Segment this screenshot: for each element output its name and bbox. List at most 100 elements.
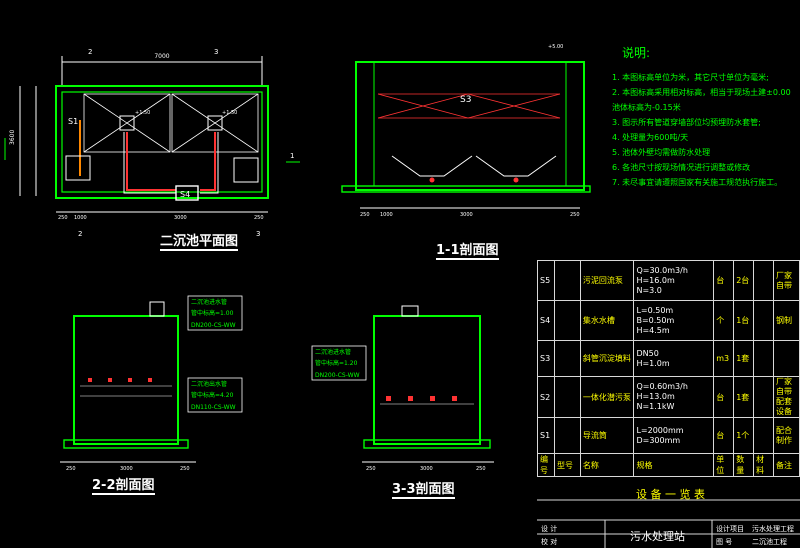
plan-view: 7000 2 3 3600 +1.50 +1.50 S1 S4 2 <box>4 48 300 238</box>
header-cell: 名称 <box>579 453 635 477</box>
header-cell: 型号 <box>553 453 581 477</box>
equip-qty: 2台 <box>733 260 755 301</box>
equip-name: 一体化潜污泵 <box>579 376 635 418</box>
equip-unit: m3 <box>713 340 735 377</box>
table-row: S4 集水水槽 L=0.50m B=0.50m H=4.5m 个 1台 钢制 <box>537 300 800 341</box>
table-row: S2 一体化潜污泵 Q=0.60m3/h H=13.0m N=1.1kW 台 1… <box>537 376 800 418</box>
equip-id: S1 <box>537 417 555 454</box>
level-label: +1.50 <box>135 110 150 116</box>
dim-label: 1000 <box>74 215 87 221</box>
equip-id: S4 <box>537 300 555 341</box>
dim-label: 250 <box>180 466 190 472</box>
header-cell: 单位 <box>713 453 735 477</box>
section3-tag-inlet: 二沉池进水管 管中标高=1.20 DN200-CS-WW <box>311 345 367 381</box>
equip-spec: L=2000mm D=300mm <box>633 417 715 454</box>
equip-id: S5 <box>537 260 555 301</box>
section-1-view: +5.00 S3 250 1000 3000 250 <box>341 44 591 218</box>
dim-label: 250 <box>366 466 376 472</box>
tb-right-value: 污水处理工程 <box>752 525 794 533</box>
note-item: 5. 池体外壁均需做防水处理 <box>612 148 711 157</box>
svg-text:二沉池进水管: 二沉池进水管 <box>315 348 351 356</box>
header-cell: 备注 <box>773 453 800 477</box>
section-mark: 1 <box>290 152 294 160</box>
header-cell: 材料 <box>753 453 775 477</box>
level-label: +5.00 <box>548 44 563 50</box>
section2-tag-inlet: 二沉池进水管 管中标高=1.00 DN200-CS-WW <box>187 295 243 331</box>
dim-label: 250 <box>66 466 76 472</box>
note-item: 7. 未尽事宜请遵照国家有关施工规范执行施工。 <box>612 178 783 187</box>
note-item: 6. 各池尺寸按现场情况进行调整或修改 <box>612 163 751 172</box>
title-block-frame <box>537 499 800 548</box>
header-cell: 数量 <box>733 453 755 477</box>
svg-text:DN200-CS-WW: DN200-CS-WW <box>315 372 360 379</box>
equip-spec: Q=0.60m3/h H=13.0m N=1.1kW <box>633 376 715 418</box>
dim-label: 250 <box>58 215 68 221</box>
equip-qty: 1套 <box>733 340 755 377</box>
section-2-view: 250 3000 250 <box>60 301 196 472</box>
note-item: 1. 本图标高单位为米，其它尺寸单位为毫米; <box>612 73 769 82</box>
plan-title: 二沉池平面图 <box>160 234 239 251</box>
dim-label: 250 <box>360 212 370 218</box>
section-mark: 3 <box>214 48 218 56</box>
section-3-view: 250 3000 250 <box>362 305 494 472</box>
table-row: S5 污泥回流泵 Q=30.0m3/h H=16.0m N=3.0 台 2台 厂… <box>537 260 800 301</box>
dim-label: 3000 <box>174 215 187 221</box>
equip-unit: 台 <box>713 260 735 301</box>
dim-label: 250 <box>476 466 486 472</box>
plan-overall-width: 7000 <box>154 53 169 60</box>
equip-note: 钢制 <box>773 300 800 341</box>
equip-note: 配合制作 <box>773 417 800 454</box>
notes-title: 说明: <box>622 46 651 60</box>
table-header: 编号 型号 名称 规格 单位 数量 材料 备注 <box>537 453 800 477</box>
equip-name: 导流筒 <box>579 417 635 454</box>
equip-note: 厂家自带 配套设备 <box>773 376 800 418</box>
table-row: S1 导流筒 L=2000mm D=300mm 台 1个 配合制作 <box>537 417 800 454</box>
equip-unit: 台 <box>713 417 735 454</box>
section3-title: 3-3剖面图 <box>392 482 455 499</box>
tb-right-row: 图 号 <box>716 538 733 546</box>
svg-text:管中标高=1.20: 管中标高=1.20 <box>315 359 358 367</box>
dim-label: 250 <box>570 212 580 218</box>
dim-label: 3000 <box>460 212 473 218</box>
section1-mark-s3: S3 <box>460 95 471 105</box>
equip-name: 污泥回流泵 <box>579 260 635 301</box>
equipment-caption: 设 备 一 览 表 <box>636 488 705 501</box>
tb-right-row: 设计项目 <box>716 525 744 533</box>
table-row: S3 斜管沉淀填料 DN50 H=1.0m m3 1套 <box>537 340 800 377</box>
dim-label: 250 <box>254 215 264 221</box>
equip-spec: Q=30.0m3/h H=16.0m N=3.0 <box>633 260 715 301</box>
svg-text:二沉池出水管: 二沉池出水管 <box>191 380 227 388</box>
note-item: 2. 本图标高采用相对标高，相当于现场土建±0.00 <box>612 88 791 97</box>
equip-spec: DN50 H=1.0m <box>633 340 715 377</box>
svg-text:管中标高=4.20: 管中标高=4.20 <box>191 391 234 399</box>
note-item: 3. 图示所有管道穿墙部位均预埋防水套管; <box>612 118 761 127</box>
svg-text:二沉池进水管: 二沉池进水管 <box>191 298 227 306</box>
plan-overall-height: 3600 <box>9 130 16 145</box>
equip-name: 斜管沉淀填料 <box>579 340 635 377</box>
section-mark: 3 <box>256 230 260 238</box>
equip-id: S2 <box>537 376 555 418</box>
section2-title: 2-2剖面图 <box>92 478 155 495</box>
equip-qty: 1台 <box>733 300 755 341</box>
tb-right-value: 二沉池工程 <box>752 538 787 546</box>
equip-note <box>773 340 800 377</box>
header-cell: 编号 <box>537 453 555 477</box>
header-cell: 规格 <box>633 453 715 477</box>
design-notes: 说明: 1. 本图标高单位为米，其它尺寸单位为毫米; 2. 本图标高采用相对标高… <box>612 44 798 190</box>
plan-mark-s4: S4 <box>180 190 190 199</box>
equip-qty: 1套 <box>733 376 755 418</box>
equipment-table: S5 污泥回流泵 Q=30.0m3/h H=16.0m N=3.0 台 2台 厂… <box>537 260 800 477</box>
svg-text:DN110-CS-WW: DN110-CS-WW <box>191 404 236 411</box>
dim-label: 3000 <box>120 466 133 472</box>
level-label: +1.50 <box>222 110 237 116</box>
tb-project: 污水处理站 <box>630 530 685 543</box>
note-item: 池体标高为-0.15米 <box>612 103 681 112</box>
equip-id: S3 <box>537 340 555 377</box>
section2-tag-outlet: 二沉池出水管 管中标高=4.20 DN110-CS-WW <box>187 377 243 413</box>
section-mark: 2 <box>78 230 82 238</box>
section-mark: 2 <box>88 48 92 56</box>
tb-left-row: 校 对 <box>541 538 558 546</box>
equip-unit: 台 <box>713 376 735 418</box>
dim-label: 1000 <box>380 212 393 218</box>
